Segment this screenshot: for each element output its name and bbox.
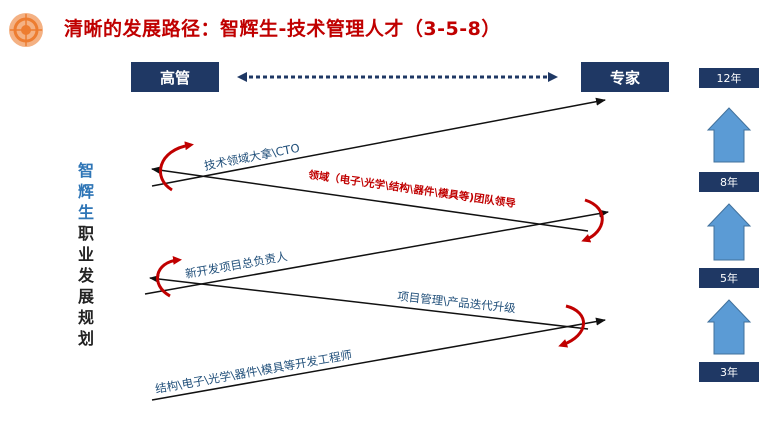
label-engineer: 结构\电子\光学\器件\模具等开发工程师 [154, 348, 353, 396]
box-executive: 高管 [131, 62, 219, 92]
side-char: 业 [77, 245, 94, 264]
turn-arrow [558, 304, 585, 348]
page-title: 清晰的发展路径：智辉生-技术管理人才（3-5-8） [64, 18, 501, 40]
up-arrow [706, 107, 752, 163]
turn-arrow [581, 198, 604, 243]
path-line [149, 275, 589, 330]
side-char: 智 [77, 161, 94, 180]
logo-icon [9, 13, 43, 47]
side-char: 生 [77, 203, 94, 222]
path-line [144, 209, 609, 295]
up-arrow [706, 299, 752, 355]
year-badge: 12年 [699, 68, 759, 88]
path-line [151, 166, 589, 232]
side-char: 发 [77, 266, 94, 285]
label-pm: 项目管理\产品迭代升级 [397, 289, 517, 315]
path-line [151, 317, 606, 401]
side-title: 智 辉 生 职 业 发 展 规 划 [74, 160, 98, 349]
side-char: 规 [77, 308, 94, 327]
side-char: 职 [77, 224, 94, 243]
turn-arrow [156, 255, 182, 298]
turn-arrow [158, 141, 194, 192]
label-cto: 技术领域大拿\CTO [203, 141, 301, 173]
year-badge: 5年 [699, 268, 759, 288]
up-arrow [706, 203, 752, 261]
side-char: 划 [77, 329, 94, 348]
year-badge: 3年 [699, 362, 759, 382]
year-badge: 8年 [699, 172, 759, 192]
label-new-dev: 新开发项目总负责人 [184, 249, 289, 281]
label-team-lead: 领域（电子\光学\结构\器件\模具等)团队领导 [308, 168, 517, 210]
side-char: 辉 [77, 182, 94, 201]
box-expert: 专家 [581, 62, 669, 92]
path-line [151, 97, 606, 187]
side-char: 展 [77, 287, 94, 306]
